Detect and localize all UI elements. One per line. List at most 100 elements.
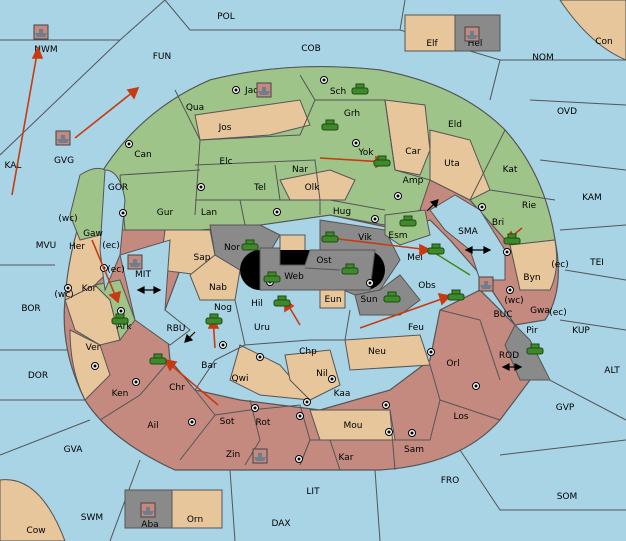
- land-label-pir: Pir: [526, 326, 538, 336]
- land-label-jos: Jos: [218, 123, 232, 133]
- land-label-grh: Grh: [344, 109, 360, 119]
- army-unit-icon-yok[interactable]: [373, 155, 391, 167]
- land-label-nog: Nog: [214, 303, 232, 313]
- land-label-web: Web: [284, 272, 304, 282]
- sea-label-nwm: NWM: [34, 45, 57, 55]
- province-elf[interactable]: [404, 14, 456, 52]
- supply-center-dot: [366, 279, 374, 287]
- sea-sma[interactable]: [429, 194, 506, 281]
- province-olk[interactable]: [279, 169, 356, 201]
- supply-center-dot: [295, 455, 303, 463]
- army-unit-icon-web[interactable]: [263, 271, 281, 283]
- land-label-kor: Kor: [82, 284, 97, 294]
- land-label-mel: Mel: [407, 253, 423, 263]
- land-label-gaw: Gaw: [83, 229, 103, 239]
- army-unit-icon-grh[interactable]: [321, 119, 339, 131]
- army-unit-icon-esm[interactable]: [399, 215, 417, 227]
- land-label-chr: Chr: [169, 383, 185, 393]
- army-unit-icon-hil[interactable]: [273, 295, 291, 307]
- land-label-kat: Kat: [503, 165, 518, 175]
- land-label-esm: Esm: [388, 231, 407, 241]
- land-label-vik: Vik: [358, 233, 372, 243]
- army-unit-icon-chr[interactable]: [149, 353, 167, 365]
- province-gaw[interactable]: [69, 167, 111, 241]
- land-label-neu: Neu: [368, 347, 386, 357]
- fleet-unit-icon-mit[interactable]: [127, 254, 143, 270]
- land-label-ver: Ver: [86, 343, 101, 353]
- province-ark[interactable]: [93, 279, 136, 342]
- land-label-aba: Aba: [141, 520, 158, 530]
- land-label-elf: Elf: [426, 39, 438, 49]
- supply-center-dot: [64, 284, 72, 292]
- fleet-unit-icon-jad[interactable]: [256, 82, 272, 98]
- province-uta[interactable]: [429, 129, 491, 201]
- land-label-her: Her: [69, 242, 85, 252]
- army-unit-icon-pir[interactable]: [526, 343, 544, 355]
- supply-center-dot: [197, 183, 205, 191]
- sea-label-gva: GVA: [64, 445, 84, 455]
- land-label-uru: Uru: [254, 323, 270, 333]
- coast-label-ec2: (ec): [107, 265, 125, 275]
- land-label-sun: Sun: [360, 295, 377, 305]
- fleet-unit-icon-buc[interactable]: [478, 276, 494, 292]
- supply-center-dot: [472, 382, 480, 390]
- supply-center-dot: [506, 286, 514, 294]
- province-jos[interactable]: [194, 99, 311, 141]
- army-unit-icon-nog[interactable]: [205, 313, 223, 325]
- fleet-unit-icon-hel[interactable]: [464, 26, 480, 42]
- land-label-nil: Nil: [316, 369, 328, 379]
- sea-label-rod: ROD: [499, 351, 519, 361]
- province-qwi-adj: [229, 344, 312, 401]
- province-neu[interactable]: [344, 334, 431, 371]
- land-label-qua: Qua: [186, 103, 204, 113]
- army-unit-icon-sun[interactable]: [383, 291, 401, 303]
- province-ver[interactable]: [69, 329, 111, 401]
- sea-label-fro: FRO: [441, 476, 460, 486]
- land-label-gwa: Gwa: [530, 306, 550, 316]
- army-unit-icon-nor[interactable]: [241, 239, 259, 251]
- north-borders: [119, 74, 556, 246]
- supply-center-dot: [385, 428, 393, 436]
- sea-label-fun: FUN: [153, 52, 172, 62]
- fleet-unit-icon-gvg[interactable]: [55, 130, 71, 146]
- supply-centers: [64, 76, 514, 463]
- supply-center-dot: [232, 86, 240, 94]
- land-label-kaa: Kaa: [334, 389, 351, 399]
- sea-label-gvg: GVG: [54, 156, 74, 166]
- army-unit-icon-bri[interactable]: [503, 233, 521, 245]
- fleet-unit-icon-nwm[interactable]: [33, 24, 49, 40]
- land-label-orl: Orl: [446, 359, 459, 369]
- army-unit-icon-ost[interactable]: [341, 263, 359, 275]
- supply-center-dot: [251, 404, 259, 412]
- army-unit-icon-ark[interactable]: [111, 313, 129, 325]
- land-label-hil: Hil: [251, 299, 263, 309]
- fleet-unit-icon-aba[interactable]: [140, 502, 156, 518]
- coast-label-ec3: (ec): [551, 260, 569, 270]
- province-nil[interactable]: [284, 349, 341, 401]
- coast-label-ec1: (ec): [102, 241, 120, 251]
- province-byn[interactable]: [509, 239, 558, 291]
- supply-center-dot: [117, 307, 125, 315]
- army-unit-icon-vik[interactable]: [321, 231, 339, 243]
- supply-center-dot: [427, 348, 435, 356]
- adjacency-arrows: [136, 199, 523, 371]
- land-label-hug: Hug: [333, 207, 351, 217]
- province-esm[interactable]: [384, 209, 431, 246]
- coast-label-wc1: (wc): [58, 214, 77, 224]
- land-label-uta: Uta: [444, 159, 460, 169]
- sea-label-con: Con: [595, 37, 613, 47]
- army-unit-icon-obs[interactable]: [447, 289, 465, 301]
- sea-label-nom: NOM: [532, 53, 554, 63]
- supply-center-dot: [382, 401, 390, 409]
- province-nab[interactable]: [189, 254, 241, 301]
- land-label-yok: Yok: [357, 148, 374, 158]
- land-label-ken: Ken: [112, 389, 129, 399]
- province-orn[interactable]: [171, 489, 223, 529]
- army-unit-icon-sch[interactable]: [351, 83, 369, 95]
- fleet-unit-icon-zin[interactable]: [252, 448, 268, 464]
- sea-gor[interactable]: [99, 169, 126, 292]
- units-layer: [33, 24, 544, 518]
- army-unit-icon-mel[interactable]: [427, 243, 445, 255]
- land-label-ost: Ost: [316, 256, 332, 266]
